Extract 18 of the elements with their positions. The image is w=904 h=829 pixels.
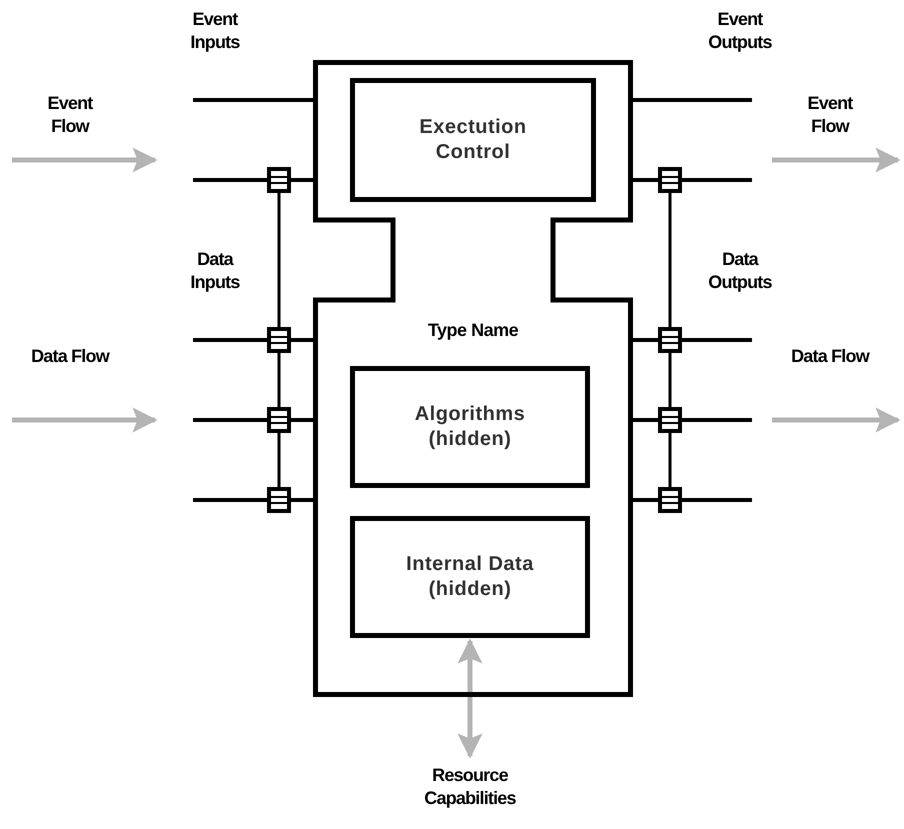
section-box [350,516,590,638]
section-box [350,78,596,202]
function-block [313,60,633,697]
port-label: Event Outputs [707,8,773,54]
section-box [350,366,590,488]
port-label: Data Outputs [707,248,773,294]
box-label: Algorithms (hidden) [414,402,526,452]
resource-label: Resource Capabilities [423,764,517,810]
box-label: Exectution Control [418,115,528,165]
port-label: Event Inputs [189,8,241,54]
box-label: Internal Data (hidden) [405,552,535,602]
port-label: Event Flow [806,92,854,138]
port-label: Data Flow [30,345,110,368]
port-label: Data Flow [790,345,870,368]
port-label: Data Inputs [189,248,241,294]
double-arrow [458,638,482,758]
type-name: Type Name [426,320,520,341]
port-label: Event Flow [46,92,94,138]
